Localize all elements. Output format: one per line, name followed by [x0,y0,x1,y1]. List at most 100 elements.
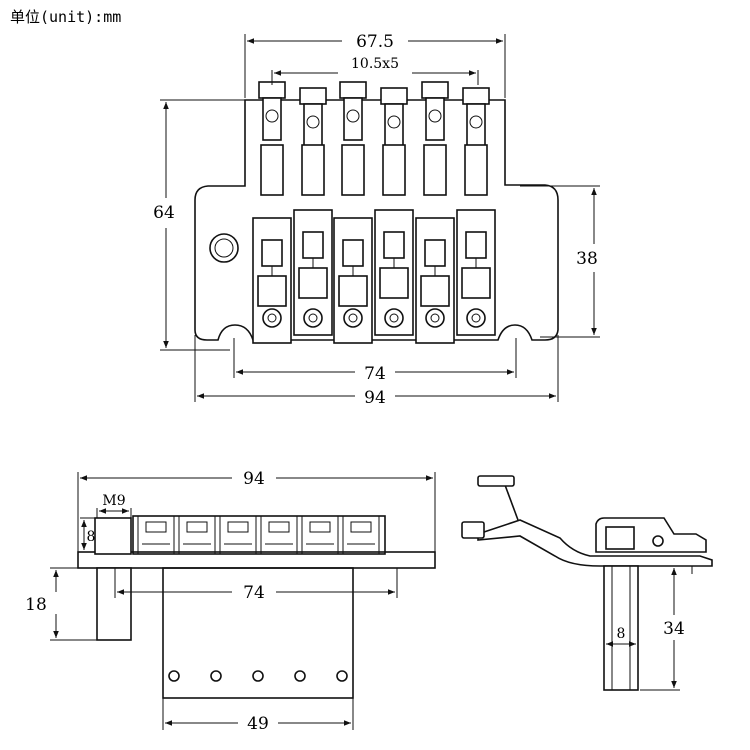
saddle-screw-inner-icon [389,313,399,323]
dim-width-total: 94 [364,388,386,408]
saddle-5 [415,81,455,344]
saddle-neck [301,144,325,196]
side-screw-icon [652,535,664,547]
saddle-clamp [338,275,368,307]
tuner-hole-icon [346,109,360,123]
saddle-neck [382,144,406,196]
front-saddle-2 [178,515,216,555]
front-saddle-slot [309,521,331,533]
saddle-screw-icon [303,308,323,328]
dim-height: 64 [153,203,175,223]
saddle-3 [333,81,373,344]
tuner-screw [343,97,363,141]
saddle-1 [252,81,292,344]
tuner-head-icon [339,81,367,99]
tuner-head-icon [299,87,327,105]
string-hole-icon [336,670,348,682]
top-view-body-outline [194,99,559,341]
tuner-hole-icon [469,115,483,129]
stud-collar [94,517,132,555]
saddle-2 [293,87,333,336]
saddle-screw-icon [384,308,404,328]
saddle-screw-inner-icon [348,313,358,323]
saddle-screw-inner-icon [267,313,277,323]
saddle-slot [261,239,283,267]
tuner-hole-icon [306,115,320,129]
saddle-slot [465,231,487,259]
tuner-screw [466,103,486,147]
front-saddle-1 [137,515,175,555]
front-saddle-slot [145,521,167,533]
saddle-clamp [298,267,328,299]
saddle-slot [342,239,364,267]
locking-nut-icon [209,233,239,263]
string-hole-icon [294,670,306,682]
front-view: 94 M9 8 18 74 49 [25,469,436,734]
front-saddle-slot [227,521,249,533]
dim-front-width-total: 94 [243,469,265,489]
saddle-4 [374,87,414,336]
saddle-neck [423,144,447,196]
side-saddle-profile [595,517,707,553]
tuner-hole-icon [387,115,401,129]
front-saddle-body [137,515,175,555]
tuner-head-icon [421,81,449,99]
dim-saddle-height: 38 [576,249,598,269]
tuner-hole-icon [428,109,442,123]
dim-thread: M9 [102,493,125,509]
saddle-neck [464,144,488,196]
tuner-head-icon [380,87,408,105]
front-saddle-6 [342,515,380,555]
tuner-screw [384,103,404,147]
saddle-screw-icon [466,308,486,328]
dim-block-height: 34 [663,619,685,639]
front-saddle-slot [350,521,372,533]
string-lock-screw-icon [461,521,485,539]
front-saddle-slot [186,521,208,533]
tremolo-block [162,567,354,699]
dim-front-post-spacing: 74 [243,583,265,603]
saddle-clamp [379,267,409,299]
saddle-neck [341,144,365,196]
saddle-screw-inner-icon [308,313,318,323]
front-saddle-body [342,515,380,555]
saddle-clamp [420,275,450,307]
dim-block-thickness: 8 [617,626,626,642]
side-base-profile [477,519,713,567]
saddle-slot [424,239,446,267]
saddle-screw-inner-icon [430,313,440,323]
saddle-clamp [461,267,491,299]
front-saddle-5 [301,515,339,555]
saddle-slot [302,231,324,259]
dim-post-spacing: 74 [364,364,386,384]
fine-tuner-knob-icon [477,475,515,487]
saddle-screw-icon [343,308,363,328]
tuner-screw [303,103,323,147]
string-hole-icon [168,670,180,682]
saddle-screw-icon [262,308,282,328]
locking-nut-inner-icon [214,238,234,258]
top-view: 67.5 10.5x5 64 38 74 94 [153,32,600,408]
unit-label: 单位(unit):mm [10,8,121,26]
dim-block-width: 49 [247,714,269,734]
side-view: 8 34 [461,475,713,691]
tuner-hole-icon [265,109,279,123]
saddle-slot [383,231,405,259]
front-saddle-body [219,515,257,555]
saddle-screw-icon [425,308,445,328]
saddle-row [132,515,386,555]
tuner-screw [262,97,282,141]
front-saddle-body [260,515,298,555]
string-hole-icon [252,670,264,682]
string-hole-icon [210,670,222,682]
saddle-screw-inner-icon [471,313,481,323]
dim-collar: 8 [87,529,96,545]
front-saddle-4 [260,515,298,555]
saddle-neck [260,144,284,196]
front-saddle-body [301,515,339,555]
fine-tuner-shaft [504,484,519,521]
stud-post [96,567,132,641]
dim-width-top: 67.5 [356,32,394,52]
side-saddle-block [605,526,635,550]
